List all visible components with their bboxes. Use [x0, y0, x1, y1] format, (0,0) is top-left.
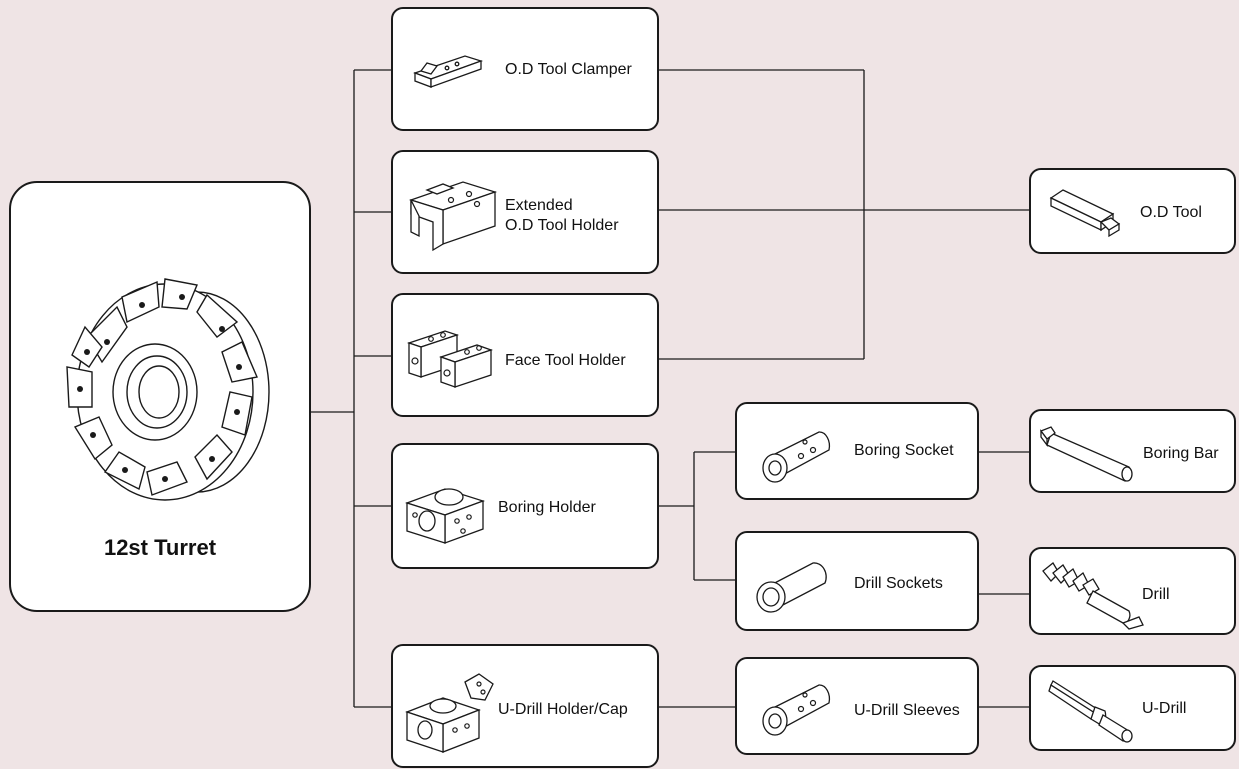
u-drill-holder-cap-box: U-Drill Holder/Cap: [391, 644, 659, 768]
drill-box: Drill: [1029, 547, 1236, 635]
boring-bar-box: Boring Bar: [1029, 409, 1236, 493]
drill-sockets-label: Drill Sockets: [854, 575, 943, 592]
turret-box: 12st Turret: [9, 181, 311, 612]
face-tool-holder-box: Face Tool Holder: [391, 293, 659, 417]
boring-holder-label: Boring Holder: [498, 499, 596, 516]
od-tool-clamper-box: O.D Tool Clamper: [391, 7, 659, 131]
od-tool-label: O.D Tool: [1140, 204, 1202, 221]
drill-label: Drill: [1142, 586, 1170, 603]
od-tool-box: O.D Tool: [1029, 168, 1236, 254]
drill-socket-icon: [751, 553, 836, 617]
od-tool-icon: [1049, 184, 1124, 244]
extended-holder-icon: [403, 174, 498, 254]
extended-od-tool-holder-label-line2: O.D Tool Holder: [505, 217, 619, 234]
u-drill-sleeves-label: U-Drill Sleeves: [854, 702, 960, 719]
drill-sockets-box: Drill Sockets: [735, 531, 979, 631]
clamper-icon: [413, 51, 484, 91]
boring-socket-label: Boring Socket: [854, 442, 954, 459]
u-drill-holder-cap-label: U-Drill Holder/Cap: [498, 701, 628, 718]
od-tool-clamper-label: O.D Tool Clamper: [505, 61, 632, 78]
u-drill-label: U-Drill: [1142, 700, 1187, 717]
turret-label: 12st Turret: [103, 535, 217, 560]
extended-od-tool-holder-label-line1: Extended: [505, 197, 573, 214]
extended-od-tool-holder-box: Extended O.D Tool Holder: [391, 150, 659, 274]
boring-bar-icon: [1037, 421, 1142, 485]
boring-socket-box: Boring Socket: [735, 402, 979, 500]
u-drill-sleeves-box: U-Drill Sleeves: [735, 657, 979, 755]
boring-bar-label: Boring Bar: [1143, 445, 1219, 462]
turret-icon: [47, 267, 277, 507]
socket-icon: [757, 424, 842, 486]
face-tool-holder-label: Face Tool Holder: [505, 352, 626, 369]
boring-holder-box: Boring Holder: [391, 443, 659, 569]
u-drill-icon: [1047, 677, 1142, 743]
boring-holder-icon: [403, 479, 488, 549]
u-drill-holder-icon: [403, 668, 498, 758]
face-holder-icon: [405, 325, 495, 393]
u-drill-box: U-Drill: [1029, 665, 1236, 751]
sleeve-icon: [757, 677, 842, 741]
drill-icon: [1039, 559, 1144, 630]
